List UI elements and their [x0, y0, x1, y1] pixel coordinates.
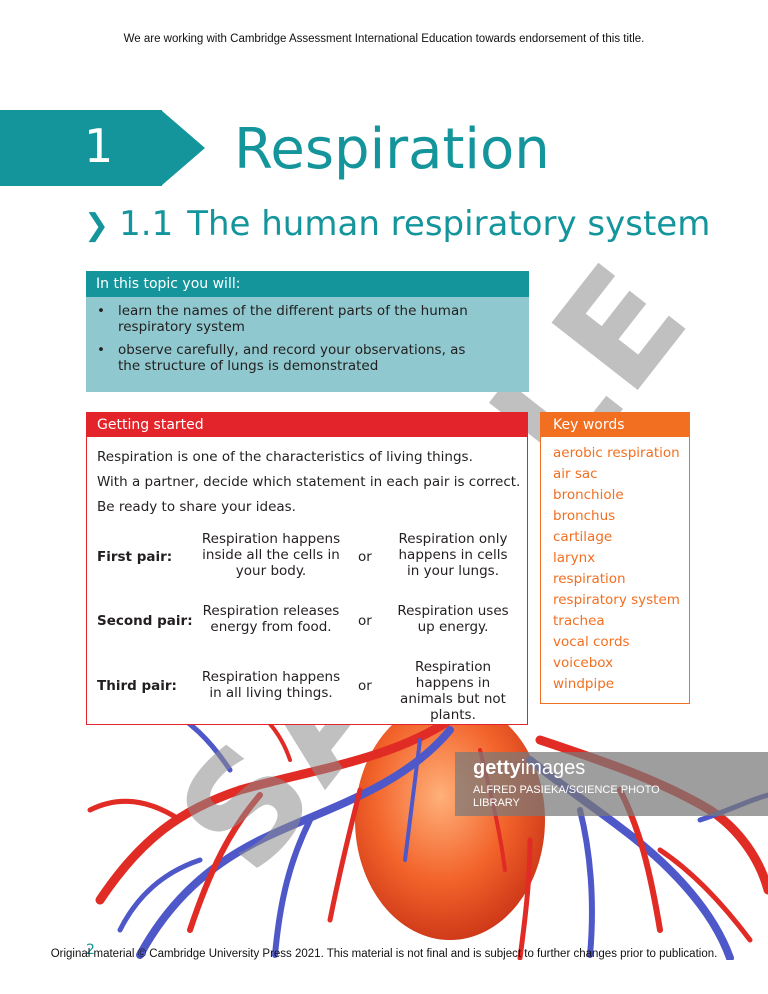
statement-pair: Second pair: Respiration releases energy… — [97, 603, 517, 663]
getting-started-box: Getting started Respiration is one of th… — [86, 412, 528, 725]
header-notice: We are working with Cambridge Assessment… — [123, 33, 645, 45]
key-words-box: Key words aerobic respiration air sac br… — [540, 412, 690, 704]
section-number: 1.1 — [119, 204, 174, 244]
key-word: voicebox — [553, 655, 614, 671]
list-item: • observe carefully, and record your obse… — [86, 342, 478, 374]
getting-started-heading: Getting started — [87, 413, 527, 437]
learning-objectives-box: In this topic you will: • learn the names… — [86, 271, 529, 392]
objective-text: observe carefully, and record your obser… — [118, 342, 466, 374]
pair-label: Third pair: — [97, 678, 177, 694]
image-credit-panel: gettyimages ALFRED PASIEKA/SCIENCE PHOTO… — [455, 752, 768, 816]
chevron-right-icon: ❯ — [84, 208, 110, 243]
intro-line: Respiration is one of the characteristic… — [97, 449, 473, 465]
key-word: air sac — [553, 466, 598, 482]
bullet-icon: • — [97, 342, 105, 358]
learning-objectives-list: • learn the names of the different parts … — [86, 303, 529, 374]
objective-text: learn the names of the different parts o… — [118, 303, 468, 335]
key-word: respiratory system — [553, 592, 680, 608]
section-title: The human respiratory system — [187, 204, 711, 244]
section-heading: ❯ 1.1 The human respiratory system — [84, 201, 710, 249]
footer-notice: Original material © Cambridge University… — [50, 948, 718, 960]
pair-label: Second pair: — [97, 613, 193, 629]
chapter-arrow — [161, 110, 205, 186]
bullet-icon: • — [97, 303, 105, 319]
lungs-illustration — [87, 700, 768, 960]
chapter-tab — [0, 110, 162, 186]
chapter-number: 1 — [84, 119, 114, 173]
key-word: bronchiole — [553, 487, 624, 503]
intro-line: Be ready to share your ideas. — [97, 499, 296, 515]
key-word: respiration — [553, 571, 626, 587]
photo-credit: ALFRED PASIEKA/SCIENCE PHOTO LIBRARY — [473, 784, 660, 809]
key-words-list: aerobic respiration air sac bronchiole b… — [541, 443, 689, 695]
statement-b: Respiration only happens in cells in you… — [398, 531, 508, 579]
or-label: or — [358, 613, 372, 629]
statement-a: Respiration releases energy from food. — [202, 603, 340, 635]
key-word: aerobic respiration — [553, 445, 680, 461]
key-word: trachea — [553, 613, 605, 629]
or-label: or — [358, 678, 372, 694]
logo-bold: getty — [473, 757, 521, 779]
statement-pair: First pair: Respiration happens inside a… — [97, 531, 517, 591]
pair-label: First pair: — [97, 549, 173, 565]
intro-line: With a partner, decide which statement i… — [97, 474, 521, 490]
key-word: bronchus — [553, 508, 616, 524]
or-label: or — [358, 549, 372, 565]
logo-light: images — [520, 757, 586, 779]
chapter-title: Respiration — [234, 117, 550, 182]
key-words-heading: Key words — [541, 413, 689, 437]
learning-objectives-heading: In this topic you will: — [86, 271, 529, 297]
statement-a: Respiration happens in all living things… — [201, 669, 341, 701]
statement-pair: Third pair: Respiration happens in all l… — [97, 659, 517, 723]
statement-a: Respiration happens inside all the cells… — [201, 531, 341, 579]
key-word: vocal cords — [553, 634, 630, 650]
key-word: windpipe — [553, 676, 615, 692]
page-number: 2 — [86, 942, 95, 958]
key-word: cartilage — [553, 529, 613, 545]
getty-images-logo: gettyimages — [473, 757, 585, 780]
key-word: larynx — [553, 550, 596, 566]
statement-b: Respiration uses up energy. — [397, 603, 509, 635]
list-item: • learn the names of the different parts … — [86, 303, 478, 335]
statement-b: Respiration happens in animals but not p… — [400, 659, 506, 723]
